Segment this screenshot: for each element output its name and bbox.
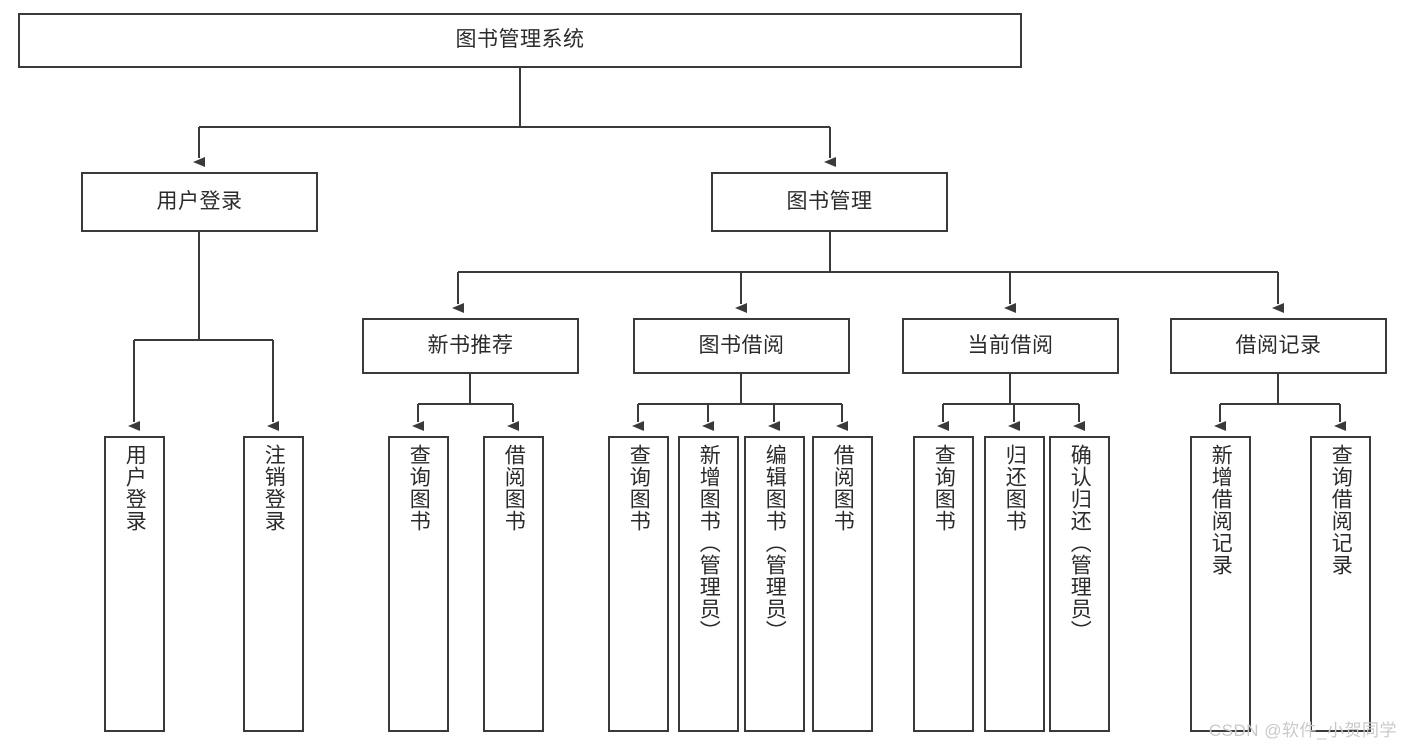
node-root[interactable]: 图书管理系统 [18, 13, 1022, 68]
node-user-login-label: 用户登录 [156, 189, 243, 213]
leaf-query-book-current[interactable]: 查询图书 [913, 436, 974, 732]
leaf-add-book-admin-label: 新增图书（管理员） [697, 444, 721, 642]
leaf-query-book-recommend-label: 查询图书 [407, 444, 431, 532]
leaf-add-borrow-record-label: 新增借阅记录 [1209, 444, 1233, 576]
node-current-borrow[interactable]: 当前借阅 [902, 318, 1119, 374]
leaf-borrow-book-label: 借阅图书 [831, 444, 855, 532]
node-borrow-record[interactable]: 借阅记录 [1170, 318, 1387, 374]
leaf-return-book-label: 归还图书 [1003, 444, 1027, 532]
node-user-login[interactable]: 用户登录 [81, 172, 318, 232]
node-root-label: 图书管理系统 [455, 28, 585, 52]
leaf-confirm-return-admin[interactable]: 确认归还（管理员） [1049, 436, 1110, 732]
node-current-borrow-label: 当前借阅 [967, 333, 1054, 357]
leaf-edit-book-admin[interactable]: 编辑图书（管理员） [744, 436, 805, 732]
leaf-user-login-label: 用户登录 [123, 444, 147, 532]
node-borrow-record-label: 借阅记录 [1235, 333, 1322, 357]
leaf-query-borrow-record[interactable]: 查询借阅记录 [1310, 436, 1371, 732]
node-book-management-label: 图书管理 [786, 189, 873, 213]
leaf-user-login[interactable]: 用户登录 [104, 436, 165, 732]
leaf-user-logout-label: 注销登录 [262, 444, 286, 532]
node-book-borrow[interactable]: 图书借阅 [633, 318, 850, 374]
leaf-add-book-admin[interactable]: 新增图书（管理员） [678, 436, 739, 732]
leaf-query-book-borrow-label: 查询图书 [627, 444, 651, 532]
leaf-query-book-recommend[interactable]: 查询图书 [388, 436, 449, 732]
leaf-borrow-book-recommend-label: 借阅图书 [502, 444, 526, 532]
watermark-text: CSDN @软件_小贺同学 [1208, 721, 1397, 740]
node-book-borrow-label: 图书借阅 [698, 333, 785, 357]
leaf-return-book[interactable]: 归还图书 [984, 436, 1045, 732]
leaf-user-logout[interactable]: 注销登录 [243, 436, 304, 732]
node-book-management[interactable]: 图书管理 [711, 172, 948, 232]
node-new-book-recommend[interactable]: 新书推荐 [362, 318, 579, 374]
leaf-borrow-book-recommend[interactable]: 借阅图书 [483, 436, 544, 732]
leaf-confirm-return-admin-label: 确认归还（管理员） [1068, 444, 1092, 642]
node-new-book-recommend-label: 新书推荐 [427, 333, 514, 357]
leaf-query-borrow-record-label: 查询借阅记录 [1329, 444, 1353, 576]
leaf-query-book-current-label: 查询图书 [932, 444, 956, 532]
leaf-borrow-book[interactable]: 借阅图书 [812, 436, 873, 732]
leaf-add-borrow-record[interactable]: 新增借阅记录 [1190, 436, 1251, 732]
leaf-query-book-borrow[interactable]: 查询图书 [608, 436, 669, 732]
leaf-edit-book-admin-label: 编辑图书（管理员） [763, 444, 787, 642]
